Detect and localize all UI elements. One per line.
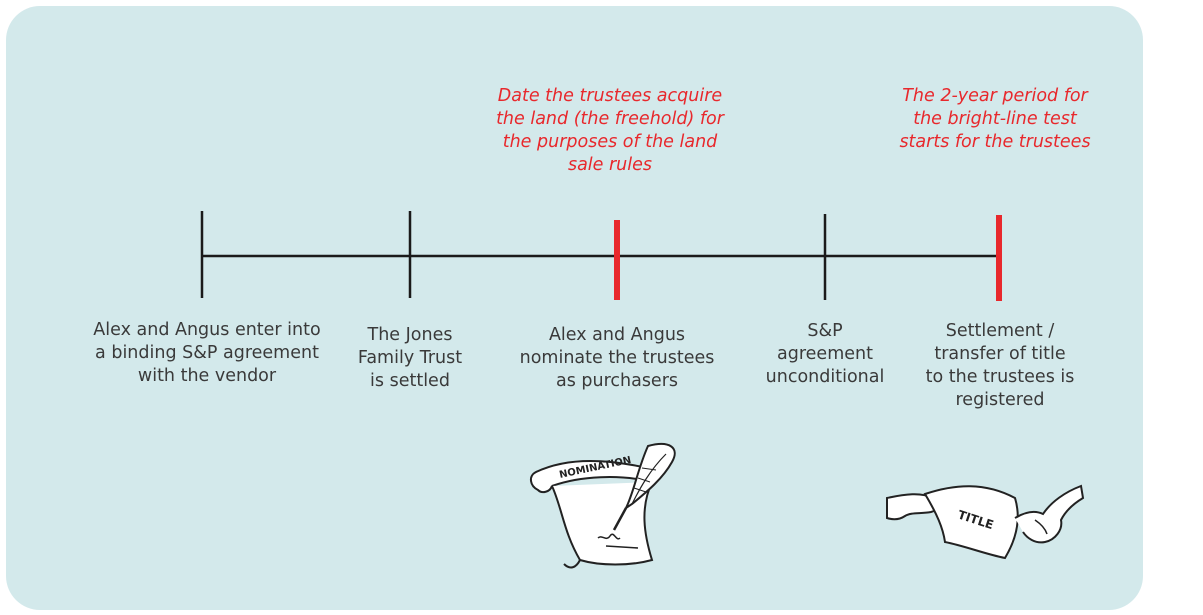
title-handover-icon: TITLE xyxy=(885,458,1085,578)
annotation-acquisition-date: Date the trustees acquire the land (the … xyxy=(470,85,750,177)
annotation-bright-line-start: The 2-year period for the bright-line te… xyxy=(870,85,1120,154)
event-label-unconditional: S&P agreement unconditional xyxy=(745,320,905,389)
event-label-binding-agreement: Alex and Angus enter into a binding S&P … xyxy=(62,319,352,388)
nomination-scroll-icon: NOMINATION xyxy=(520,438,690,573)
event-label-nomination: Alex and Angus nominate the trustees as … xyxy=(492,324,742,393)
event-label-trust-settled: The Jones Family Trust is settled xyxy=(330,324,490,393)
event-label-settlement: Settlement / transfer of title to the tr… xyxy=(910,320,1090,412)
